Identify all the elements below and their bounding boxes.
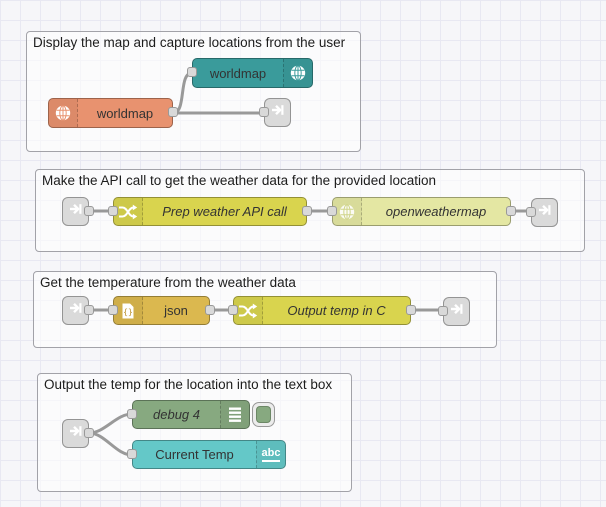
node-openweathermap[interactable]: openweathermap xyxy=(327,197,516,226)
node-json[interactable]: {} json xyxy=(108,296,215,325)
output-port[interactable] xyxy=(84,205,94,216)
node-link-out[interactable] xyxy=(259,98,291,127)
node-link-out[interactable] xyxy=(438,297,470,326)
output-port[interactable] xyxy=(406,304,416,315)
node-label: worldmap xyxy=(209,65,267,81)
link-arrow-icon xyxy=(68,201,84,222)
input-port[interactable] xyxy=(327,205,337,216)
node-label: Current Temp xyxy=(155,447,234,462)
shuffle-icon xyxy=(114,198,143,225)
group-title: Make the API call to get the weather dat… xyxy=(42,173,436,188)
node-worldmap-in[interactable]: worldmap xyxy=(48,98,178,128)
node-link-out[interactable] xyxy=(526,198,558,227)
node-change-output-temp[interactable]: Output temp in C xyxy=(228,296,416,325)
group-display-map[interactable]: Display the map and capture locations fr… xyxy=(26,31,361,152)
link-arrow-icon xyxy=(537,202,553,223)
node-label: json xyxy=(164,303,188,318)
node-label: Output temp in C xyxy=(287,303,386,318)
node-text-widget[interactable]: Current Temp abc xyxy=(127,440,286,469)
input-port[interactable] xyxy=(108,205,118,216)
output-port[interactable] xyxy=(84,304,94,315)
output-port[interactable] xyxy=(506,205,516,216)
output-port[interactable] xyxy=(302,205,312,216)
globe-icon xyxy=(49,99,78,127)
link-arrow-icon xyxy=(68,300,84,321)
input-port[interactable] xyxy=(127,448,137,459)
input-port[interactable] xyxy=(108,304,118,315)
abc-text-icon: abc xyxy=(256,441,285,468)
output-port[interactable] xyxy=(84,427,94,438)
node-link-in[interactable] xyxy=(62,296,94,325)
json-file-icon: {} xyxy=(114,297,143,324)
node-change-prep-weather[interactable]: Prep weather API call xyxy=(108,197,312,226)
node-worldmap-out[interactable]: worldmap xyxy=(187,58,313,88)
globe-icon xyxy=(333,198,362,225)
group-title: Get the temperature from the weather dat… xyxy=(40,275,296,290)
output-port[interactable] xyxy=(168,107,178,117)
node-label: worldmap xyxy=(96,105,154,121)
debug-toggle-state xyxy=(256,406,271,423)
group-title: Display the map and capture locations fr… xyxy=(33,35,346,50)
group-title: Output the temp for the location into th… xyxy=(44,377,333,392)
svg-text:{}: {} xyxy=(123,307,133,316)
link-arrow-icon xyxy=(270,102,286,123)
debug-toggle-button[interactable] xyxy=(252,402,275,427)
node-link-in[interactable] xyxy=(62,419,94,448)
input-port[interactable] xyxy=(228,304,238,315)
debug-list-icon xyxy=(220,401,249,428)
node-label: openweathermap xyxy=(385,204,487,219)
input-port[interactable] xyxy=(438,305,448,316)
link-arrow-icon xyxy=(449,301,465,322)
link-arrow-icon xyxy=(68,423,84,444)
node-label: debug 4 xyxy=(153,407,200,422)
input-port[interactable] xyxy=(526,206,536,217)
output-port[interactable] xyxy=(205,304,215,315)
input-port[interactable] xyxy=(259,106,269,117)
input-port[interactable] xyxy=(187,67,197,77)
node-debug[interactable]: debug 4 xyxy=(127,400,250,429)
input-port[interactable] xyxy=(127,408,137,419)
node-label: Prep weather API call xyxy=(162,204,287,219)
globe-icon xyxy=(283,59,312,87)
shuffle-icon xyxy=(234,297,263,324)
node-link-in[interactable] xyxy=(62,197,94,226)
